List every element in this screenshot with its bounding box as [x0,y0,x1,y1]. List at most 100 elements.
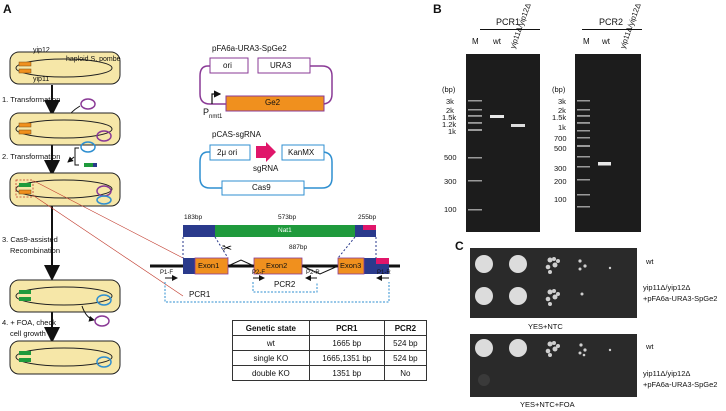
plasmid-2-name: pCAS-sgRNA [212,130,261,139]
table-cell: 524 bp [383,335,428,351]
gel-2-ladder-0: 3k [558,97,566,106]
gel-1-lane-m: M [472,37,479,46]
step-4-label-b: cell growth [10,329,46,338]
gel-2-ladder-1: 2k [558,106,566,115]
gel-1-ladder-0: 3k [446,97,454,106]
plasmid-1-name: pFA6a-URA3-SpGe2 [212,44,287,53]
gel-2-ladder-7: 200 [554,177,567,186]
gel-1-ladder-2: 1.5k [442,113,457,122]
gel-2 [575,54,641,232]
gel-1-unit: (bp) [442,85,456,94]
gel-2-title: PCR2 [599,17,624,27]
svg-text:✂: ✂ [222,241,232,255]
table-header: PCR2 [383,320,428,336]
gel-1-title-rule [480,29,540,30]
plate-2-condition: YES+NTC+FOA [520,400,575,409]
plasmid-1-ori: ori [223,61,232,70]
locus-length: 887bp [289,244,308,251]
strain-label: haploid S. pombe [66,56,121,63]
plasmid-2-sgrna: sgRNA [253,164,279,173]
plate-1-condition: YES+NTC [528,322,563,331]
gene-label-yip11: yip11 [33,76,50,83]
table-cell: single KO [232,350,310,366]
gel-2-ladder-8: 100 [554,195,567,204]
table-header: Genetic state [232,320,310,336]
gel-1-ladder-6: 300 [444,177,457,186]
step-2-label: 2. Transformation [2,152,61,161]
plasmid-1-promoter: Pnmt1 [203,107,223,120]
panel-label-b: B [433,2,442,16]
gel-1-ladder-4: 1k [448,127,456,136]
plate-1-row-wt: wt [646,257,654,266]
pcr2-product-label: PCR2 [274,280,296,289]
cell-5 [9,340,121,375]
cell-2 [9,112,121,146]
step-4-label: 4. + FOA, check [2,318,56,327]
panel-a-schematic: ✂ [9,51,400,375]
table-cell: wt [232,335,310,351]
genetic-state-table: Genetic state PCR1 PCR2 wt 1665 bp 524 b… [232,320,428,381]
step-3-label-b: Recombination [10,246,61,255]
plate-2-spots [475,339,612,386]
gel-1-ladder-1: 2k [446,106,454,115]
plate-1-spots [475,255,612,306]
plate-2 [470,334,637,397]
gel-2-ladder-5: 500 [554,144,567,153]
primer-p2r: P2-R [306,270,320,276]
step-1-label: 1. Transformation [2,95,61,104]
primer-p1f: P1-F [160,270,174,276]
cell-1 [9,51,121,85]
plate-2-row-wt: wt [646,342,654,351]
donor-construct [182,225,377,259]
primer-p1r: P1-R [377,270,391,276]
table-cell: double KO [232,365,310,381]
gel-1-ladder-7: 100 [444,205,457,214]
table-header: PCR1 [308,320,385,336]
step-3-label: 3. Cas9-assisted [2,235,58,244]
gel-1-title: PCR1 [496,17,521,27]
plasmid-1-marker: URA3 [270,61,292,70]
plasmid-2-marker: KanMX [288,148,315,157]
gel-1 [466,54,540,232]
gel-2-unit: (bp) [552,85,566,94]
gene-label-yip12: yip12 [33,47,50,54]
cell-3 [9,172,121,207]
gel-1-ladder-3: 1.2k [442,120,457,129]
nat1-label: Nat1 [278,227,292,234]
gel-2-lane-m: M [583,37,590,46]
gel-2-ladder-3: 1k [558,123,566,132]
gel-2-ladder-4: 700 [554,134,567,143]
table-row: wt 1665 bp 524 bp [232,335,428,351]
exon-2-label: Exon2 [266,261,288,270]
gel-2-ladder-2: 1.5k [552,113,567,122]
gel-1-lane-wt: wt [493,37,501,46]
table-cell: No [383,365,428,381]
cell-4 [9,279,121,313]
pcr1-product-label: PCR1 [189,290,211,299]
table-cell: 1665 bp [308,335,385,351]
panel-label-a: A [3,2,12,16]
table-row: double KO 1351 bp No [232,365,428,381]
plate-1 [470,248,637,318]
exon-1-label: Exon1 [198,261,220,270]
plasmid-1-map [199,57,333,112]
plasmid-1-gene: Ge2 [265,98,281,107]
gel-2-title-rule [582,29,642,30]
arm-right-length: 255bp [358,214,377,221]
genomic-locus: ✂ [150,241,400,303]
arm-left-length: 183bp [184,214,203,221]
gel-1-bands [468,100,525,211]
gel-2-ladder-6: 300 [554,164,567,173]
gel-2-bands [577,100,611,208]
gel-1-ladder-5: 500 [444,153,457,162]
plasmid-2-cas9: Cas9 [252,183,271,192]
table-cell: 524 bp [383,350,428,366]
plate-1-row-mutant: yip11Δ/yip12Δ [643,283,691,292]
plasmid-2-ori: 2μ ori [217,148,238,157]
table-cell: 1665,1351 bp [308,350,385,366]
gel-2-lane-wt: wt [602,37,610,46]
panel-label-c: C [455,239,464,253]
plate-2-row-mutant: yip11Δ/yip12Δ [643,369,691,378]
table-header-row: Genetic state PCR1 PCR2 [232,320,428,336]
exon-3-label: Exon3 [340,261,362,270]
